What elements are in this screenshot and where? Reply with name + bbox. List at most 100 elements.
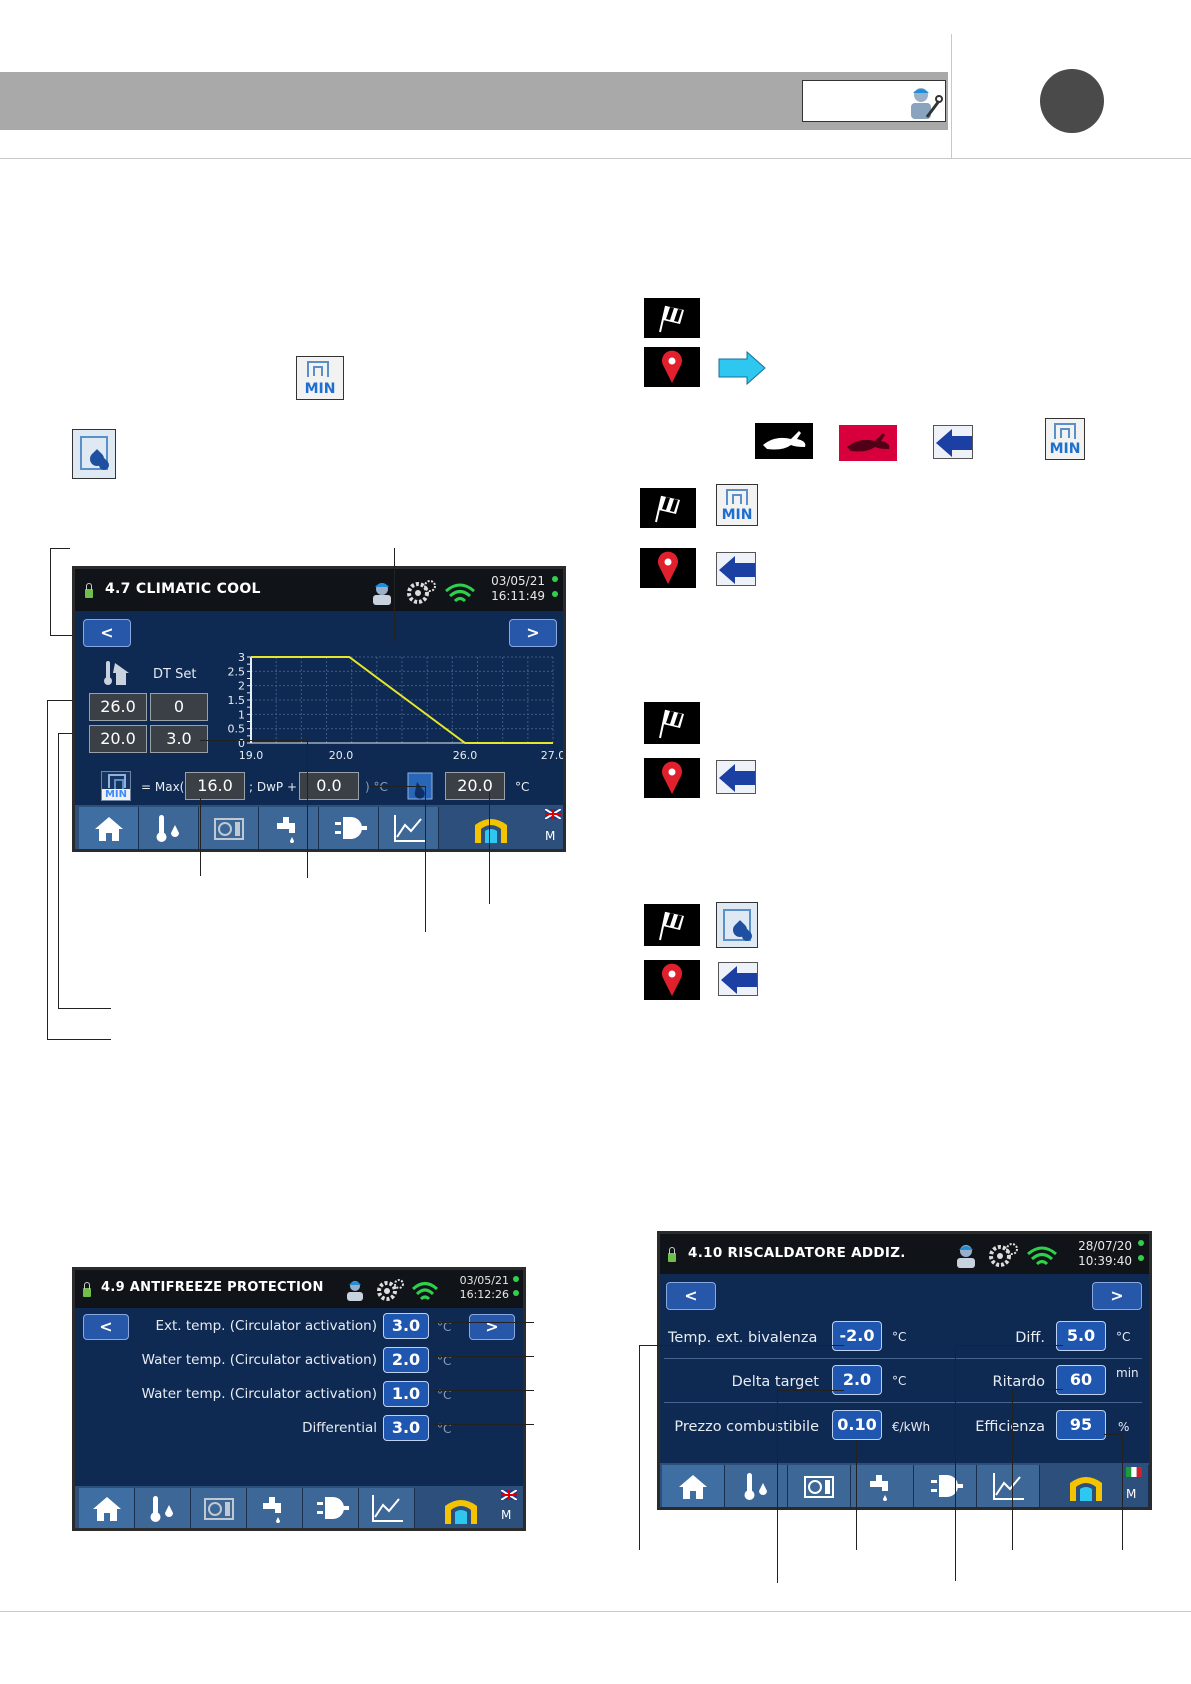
y-tick-label: 0.5 (228, 723, 246, 736)
status-icons (373, 580, 475, 605)
tab-home[interactable] (662, 1465, 725, 1507)
callout-line (370, 786, 426, 787)
tab-dhw[interactable] (259, 807, 319, 849)
dt-low-field[interactable]: 3.0 (150, 725, 208, 753)
x-tick-label: 19.0 (239, 749, 264, 761)
fast-rabbit-red-icon (839, 425, 897, 461)
tab-climate[interactable] (135, 1488, 191, 1528)
ext-temp-low-field[interactable]: 20.0 (89, 725, 147, 753)
prev-button[interactable]: < (83, 619, 131, 647)
status-led (513, 1276, 519, 1282)
next-button[interactable]: > (1092, 1282, 1142, 1310)
tab-charts[interactable] (379, 807, 439, 849)
home-icon (679, 1475, 707, 1499)
tab-climate[interactable] (725, 1465, 788, 1507)
row-unit: €/kWh (892, 1420, 931, 1434)
header-rule (0, 158, 1191, 159)
y-tick-label: 1 (238, 708, 245, 721)
chart-icon (394, 815, 425, 842)
location-pin-icon (640, 548, 696, 588)
tab-home[interactable] (79, 1488, 135, 1528)
screen-topbar: 4.9 ANTIFREEZE PROTECTION 03/05/21 16:12… (75, 1270, 523, 1308)
callout-line (955, 1345, 1063, 1346)
lock-icon (83, 1282, 91, 1297)
checkered-flag-icon (640, 488, 696, 528)
y-tick-label: 3 (238, 651, 245, 664)
tab-power[interactable] (319, 807, 379, 849)
chart-y-ticks: 32.521.510.50 (228, 651, 252, 750)
riscaldatore-screen: 4.10 RISCALDATORE ADDIZ. 28/07/20 10:39:… (657, 1231, 1152, 1510)
water-temp-field[interactable]: 2.0 (383, 1347, 429, 1373)
min-label: MIN (304, 381, 336, 397)
header-band (0, 72, 948, 130)
prev-button[interactable]: < (83, 1314, 129, 1340)
status-icons (347, 1279, 439, 1301)
chart-icon (993, 1473, 1024, 1500)
bivalence-temp-field[interactable]: -2.0 (832, 1321, 882, 1351)
x-tick-label: 27.0 (541, 749, 565, 761)
lock-icon (85, 583, 93, 598)
datetime: 03/05/21 16:12:26 (449, 1274, 509, 1302)
water-temp-field[interactable]: 1.0 (383, 1381, 429, 1407)
tab-dhw[interactable] (247, 1488, 303, 1528)
tab-home[interactable] (79, 807, 139, 849)
tab-climate[interactable] (139, 807, 199, 849)
callout-line (47, 1039, 111, 1040)
row-label: Efficienza (975, 1419, 1045, 1435)
prev-button[interactable]: < (666, 1282, 716, 1310)
next-button[interactable]: > (509, 619, 557, 647)
lock-icon (668, 1247, 676, 1262)
tab-unit[interactable] (199, 807, 259, 849)
min-label: MIN (102, 789, 130, 800)
efficiency-field[interactable]: 95 (1056, 1410, 1106, 1440)
tab-charts[interactable] (359, 1488, 415, 1528)
callout-line (434, 1356, 534, 1357)
next-button[interactable]: > (469, 1314, 515, 1340)
plug-icon (317, 1497, 349, 1519)
checkered-flag-icon (644, 298, 700, 338)
callout-line (639, 1345, 844, 1346)
datetime: 03/05/21 16:11:49 (485, 574, 545, 604)
max-value-field[interactable]: 16.0 (185, 772, 245, 800)
callout-line (50, 548, 51, 636)
climatic-cool-screen: 4.7 CLIMATIC COOL 03/05/21 16:11:49 < > … (72, 566, 566, 852)
tab-charts[interactable] (977, 1465, 1040, 1507)
tab-unit[interactable] (788, 1465, 851, 1507)
tab-brand[interactable]: M (415, 1488, 523, 1528)
callout-line (425, 786, 426, 932)
dwp-value-field[interactable]: 0.0 (299, 772, 359, 800)
diff-field[interactable]: 5.0 (1056, 1321, 1106, 1351)
status-led (513, 1290, 519, 1296)
setpoint-field[interactable]: 20.0 (445, 772, 505, 800)
location-pin-icon (644, 960, 700, 1000)
screen-title: 4.10 RISCALDATORE ADDIZ. (688, 1245, 906, 1261)
fuel-price-field[interactable]: 0.10 (832, 1410, 882, 1440)
time-text: 16:12:26 (459, 1288, 509, 1301)
tab-brand[interactable]: M (439, 807, 563, 849)
tab-dhw[interactable] (851, 1465, 914, 1507)
min-floor-icon: MIN (296, 356, 344, 400)
callout-line (489, 792, 490, 904)
tab-power[interactable] (303, 1488, 359, 1528)
differential-field[interactable]: 3.0 (383, 1415, 429, 1441)
checkered-flag-icon (644, 702, 700, 744)
ext-temp-high-field[interactable]: 26.0 (89, 693, 147, 721)
arrow-left-icon (718, 962, 758, 996)
location-pin-icon (644, 347, 700, 387)
dt-high-field[interactable]: 0 (150, 693, 208, 721)
row-separator (664, 1402, 1142, 1403)
heat-pump-icon (204, 1498, 234, 1520)
tab-brand[interactable]: M (1040, 1465, 1149, 1507)
ext-temp-field[interactable]: 3.0 (383, 1313, 429, 1339)
callout-line (200, 798, 201, 876)
delay-field[interactable]: 60 (1056, 1365, 1106, 1395)
tab-unit[interactable] (191, 1488, 247, 1528)
home-icon (95, 817, 123, 841)
callout-line (777, 1390, 844, 1391)
arrow-right-icon (717, 350, 767, 386)
row-unit: °C (437, 1422, 452, 1436)
row-label: Differential (302, 1420, 377, 1436)
tab-power[interactable] (914, 1465, 977, 1507)
row-unit: min (1116, 1366, 1139, 1380)
row-unit: % (1118, 1420, 1130, 1434)
